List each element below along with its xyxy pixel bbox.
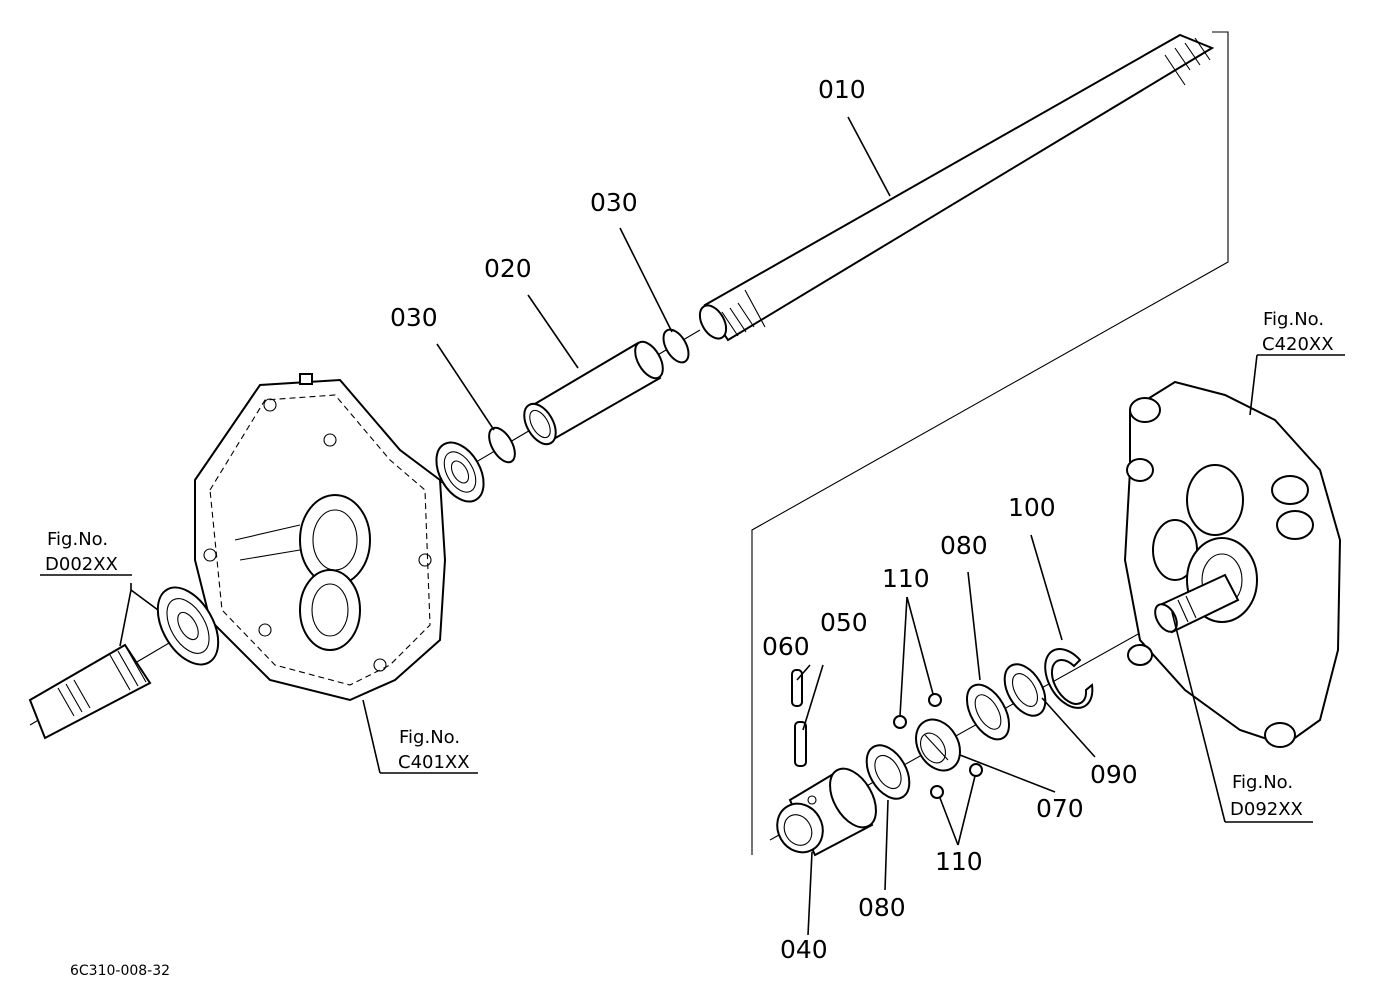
o-ring-lower: [488, 426, 516, 464]
ball-holder: [915, 718, 961, 772]
housing-c401: [194, 373, 447, 702]
fig-ref-d092-code: D092XX: [1230, 799, 1303, 820]
label-060: 060: [762, 632, 810, 661]
fig-underlines: [40, 354, 1345, 823]
label-110-upper: 110: [882, 564, 930, 593]
o-ring-upper: [662, 328, 690, 364]
housing-c420: [1123, 380, 1342, 748]
main-shaft: [698, 33, 1215, 342]
bearing-upper: [435, 441, 485, 503]
lower-shaft-spline: [57, 646, 147, 717]
thrust-washer-upper: [965, 683, 1011, 741]
label-010: 010: [818, 75, 866, 104]
snap-ring: [1044, 647, 1094, 709]
thrust-washer-lower: [865, 744, 911, 800]
leader-lines: [119, 116, 1258, 936]
label-050: 050: [820, 608, 868, 637]
shaft-spline-upper: [1174, 37, 1211, 71]
figure-references: Fig.No. D002XX Fig.No. C401XX Fig.No. C4…: [45, 309, 1334, 820]
pin-060: [791, 669, 803, 707]
washer-090: [1003, 663, 1047, 717]
label-040: 040: [780, 935, 828, 964]
label-090: 090: [1090, 760, 1138, 789]
label-030-upper: 030: [590, 188, 638, 217]
fig-ref-d092-prefix: Fig.No.: [1232, 772, 1293, 793]
fig-ref-c401-code: C401XX: [398, 752, 470, 773]
assembly-bracket: [751, 31, 1229, 855]
label-080-upper: 080: [940, 531, 988, 560]
fig-ref-d002-prefix: Fig.No.: [47, 529, 108, 550]
label-070: 070: [1036, 794, 1084, 823]
bearing-lower: [156, 586, 220, 666]
part-labels: 010 030 020 030 100 080 110 060 050 090 …: [390, 75, 1138, 964]
shaft-spline-lower: [721, 302, 755, 337]
label-110-lower: 110: [935, 847, 983, 876]
shaft-d002: [28, 643, 152, 740]
shaft-stub-right: [1154, 573, 1240, 634]
fig-ref-c420-code: C420XX: [1262, 334, 1334, 355]
collar-040: [776, 767, 877, 857]
fig-ref-c420-prefix: Fig.No.: [1263, 309, 1324, 330]
label-030-lower: 030: [390, 303, 438, 332]
label-100: 100: [1008, 493, 1056, 522]
label-080-lower: 080: [858, 893, 906, 922]
drawing-code: 6C310-008-32: [70, 963, 170, 979]
fig-ref-c401-prefix: Fig.No.: [399, 727, 460, 748]
fig-ref-d002-code: D002XX: [45, 554, 118, 575]
sleeve: [523, 340, 664, 446]
label-020: 020: [484, 254, 532, 283]
pin-050: [794, 721, 807, 767]
